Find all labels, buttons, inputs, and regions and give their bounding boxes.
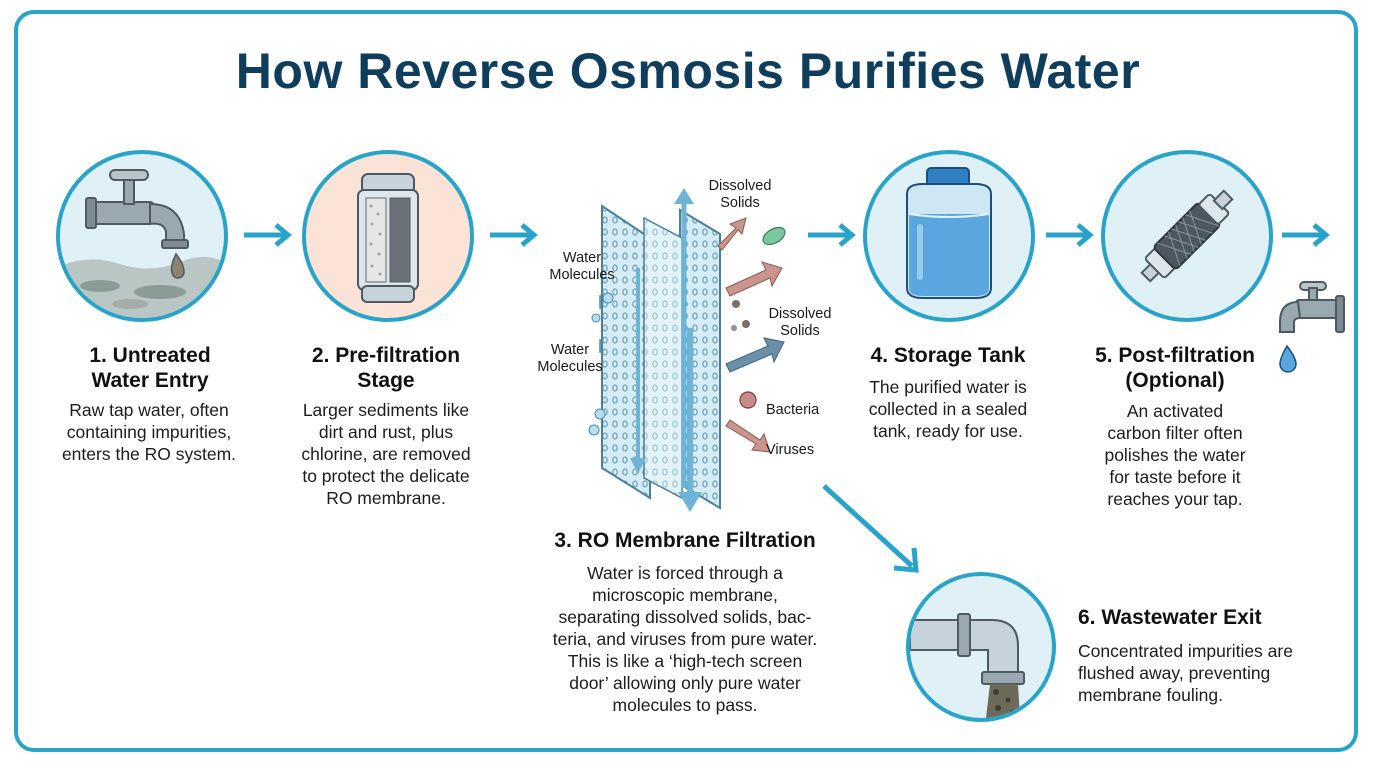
arrow-right-icon [808,223,856,247]
faucet-illustration [56,150,228,322]
ro-membrane-illustration [588,188,786,512]
step-5-heading: 5. Post-filtration (Optional) [1070,343,1280,393]
arrow-right-icon [244,223,292,247]
heading-line: Water Entry [91,369,209,392]
desc-line: membrane fouling. [1078,685,1223,705]
desc-line: door’ allowing only pure water [569,673,801,693]
desc-line: enters the RO system. [61,444,237,464]
wastewater-pipe-illustration [906,572,1056,722]
desc-line: molecules to pass. [612,695,758,715]
step-4-heading: 4. Storage Tank [846,343,1050,368]
heading-line: 1. Untreated [89,344,211,367]
desc-line: reaches your tap. [1107,489,1243,509]
arrow-right-icon [1282,223,1330,247]
desc-line: collected in a sealed [868,399,1028,419]
label-dissolved-solids-top: Dissolved Solids [690,178,790,212]
desc-line: This is like a ‘high-tech screen [567,651,803,671]
arrow-right-icon [490,223,538,247]
step-6-description: Concentrated impurities are flushed away… [1078,640,1338,706]
desc-line: containing impurities, [66,422,232,442]
label-water-molecules-top: Water Molecules [532,250,632,284]
step-5-description: An activated carbon filter often polishe… [1070,400,1280,510]
step-2-description: Larger sediments like dirt and rust, plu… [276,399,496,509]
desc-line: for taste before it [1109,467,1241,487]
label-dissolved-solids-middle: Dissolved Solids [750,306,850,340]
desc-line: The purified water is [869,377,1027,397]
label-text: Dissolved [768,306,832,322]
desc-line: polishes the water [1104,445,1246,465]
step-3-description: Water is forced through a microscopic me… [530,562,840,716]
desc-line: microscopic membrane, [592,585,778,605]
desc-line: RO membrane. [326,488,446,508]
label-text: Solids [720,195,760,211]
step-6-heading: 6. Wastewater Exit [1078,605,1338,630]
step-1-description: Raw tap water, often containing impuriti… [36,399,262,465]
faucet-icon [1279,281,1345,373]
desc-line: Water is forced through a [587,563,783,583]
pre-filter-illustration [302,150,474,322]
label-text: Solids [780,323,820,339]
heading-line: 5. Post-filtration [1095,344,1255,367]
storage-tank-illustration [863,150,1035,322]
desc-line: tank, ready for use. [873,421,1023,441]
heading-line: 4. Storage Tank [870,344,1026,367]
label-bacteria: Bacteria [766,402,820,418]
label-text: Molecules [537,359,603,375]
heading-line: 2. Pre-filtration [311,344,461,367]
step-3-heading: 3. RO Membrane Filtration [530,528,840,553]
heading-line: Stage [357,369,415,392]
desc-line: teria, and viruses from pure water. [552,629,818,649]
desc-line: Raw tap water, often [69,400,229,420]
heading-line: 3. RO Membrane Filtration [554,529,816,552]
step-2-heading: 2. Pre-filtration Stage [276,343,496,393]
step-4-description: The purified water is collected in a sea… [846,376,1050,442]
desc-line: An activated [1126,401,1224,421]
label-viruses: Viruses [766,442,815,458]
desc-line: Concentrated impurities are [1078,641,1293,661]
desc-line: chlorine, are removed [301,444,471,464]
step-1-heading: 1. Untreated Water Entry [40,343,260,393]
arrow-right-icon [1046,223,1094,247]
desc-line: carbon filter often [1107,423,1243,443]
label-text: Water [562,250,602,266]
post-filter-illustration [1101,150,1273,322]
label-water-molecules-bottom: Water Molecules [520,342,620,376]
arrow-diagonal-icon [822,484,919,573]
desc-line: flushed away, preventing [1078,663,1271,683]
desc-line: dirt and rust, plus [318,422,454,442]
heading-line: 6. Wastewater Exit [1078,606,1262,629]
label-text: Molecules [549,267,615,283]
page-title: How Reverse Osmosis Purifies Water [235,43,1141,99]
heading-line: (Optional) [1125,369,1225,392]
desc-line: Larger sediments like [302,400,470,420]
label-text: Dissolved [708,178,772,194]
desc-line: separating dissolved solids, bac- [558,607,812,627]
label-text: Water [550,342,590,358]
desc-line: to protect the delicate [302,466,470,486]
